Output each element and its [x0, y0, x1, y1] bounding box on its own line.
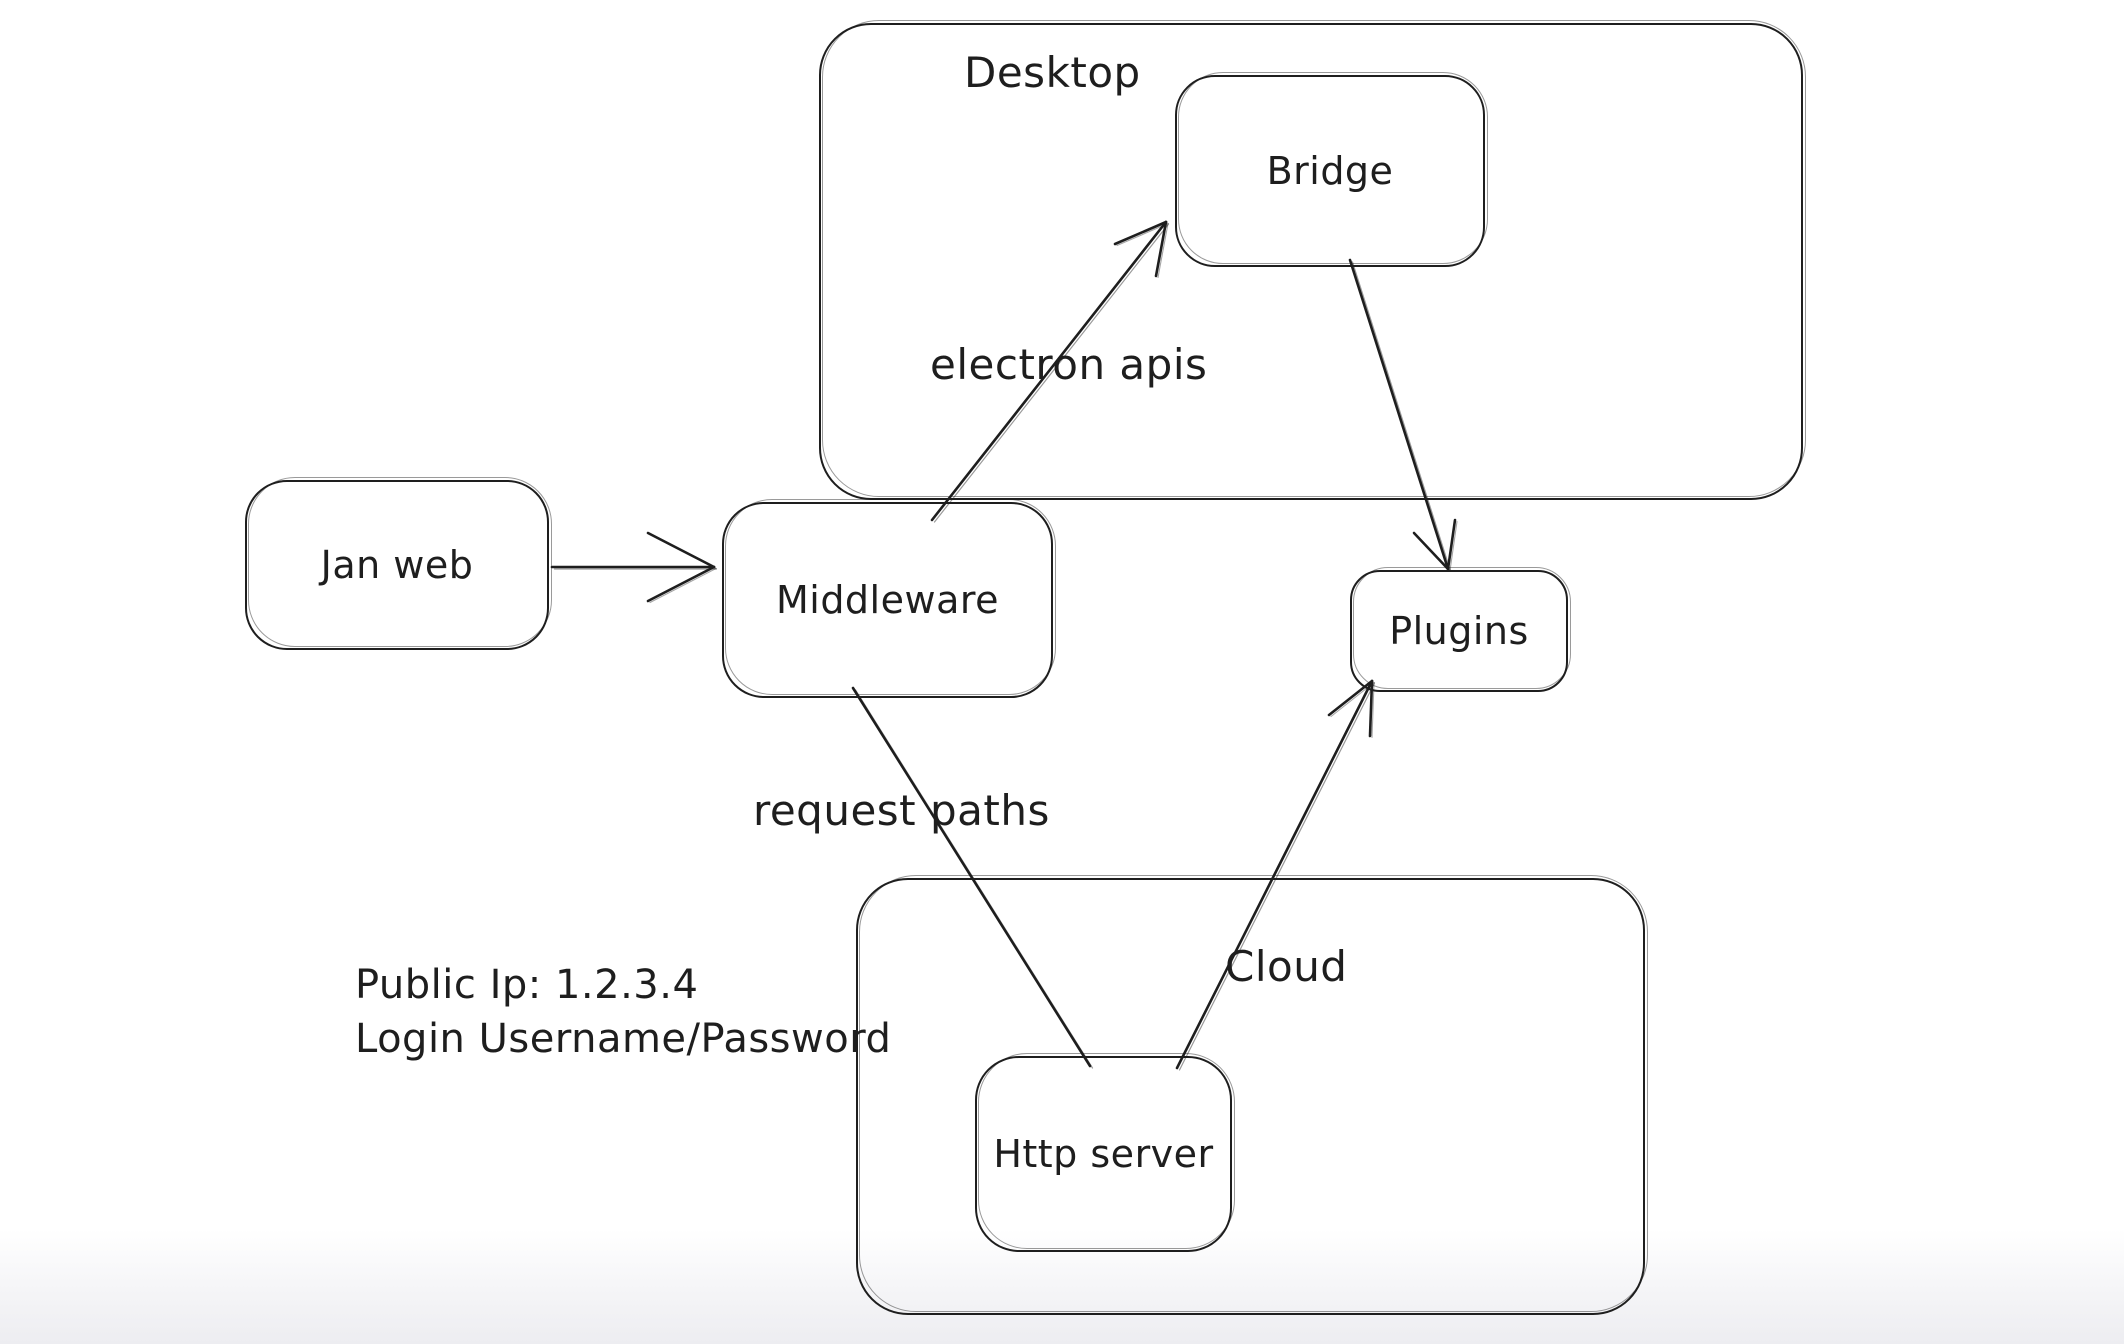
arrow-stroke — [1449, 520, 1458, 572]
edge-label-middleware-to-bridge[interactable]: electron apis — [930, 340, 1208, 389]
edge-label-middleware-to-httpserver[interactable]: request paths — [753, 786, 1050, 835]
label-jan-web: Jan web — [320, 543, 474, 587]
label-http-server: Http server — [993, 1132, 1214, 1176]
label-desktop-container: Desktop — [964, 48, 1141, 97]
jan-web-sketch-stroke — [248, 477, 552, 647]
label-plugins: Plugins — [1389, 609, 1529, 653]
arrow-janweb-to-middleware[interactable] — [550, 531, 718, 604]
arrow-stroke — [1412, 531, 1450, 571]
arrow-stroke — [1348, 258, 1450, 571]
desktop-container-outline — [819, 23, 1803, 500]
arrow-stroke — [1116, 222, 1169, 247]
label-bridge: Bridge — [1266, 149, 1394, 193]
shape-jan-web[interactable]: Jan web — [245, 477, 552, 650]
arrow-stroke — [1175, 679, 1374, 1070]
cloud-container-outline — [856, 878, 1645, 1315]
shape-plugins[interactable]: Plugins — [1350, 567, 1571, 692]
cloud-credentials-note-line-1: Public Ip: 1.2.3.4 — [355, 962, 699, 1008]
desktop-container-sketch-stroke — [822, 20, 1806, 497]
arrow-bridge-to-plugins[interactable] — [1348, 258, 1458, 572]
arrow-stroke — [1154, 220, 1168, 278]
plugins-sketch-stroke — [1353, 567, 1571, 689]
label-cloud-container: Cloud — [1225, 942, 1348, 991]
cloud-credentials-note-line-2: Login Username/Password — [355, 1016, 892, 1062]
cloud-container-sketch-stroke — [859, 875, 1648, 1312]
arrow-stroke — [649, 533, 717, 570]
arrow-stroke — [1446, 518, 1457, 571]
bridge-outline — [1175, 75, 1485, 267]
arrow-stroke — [1371, 681, 1375, 739]
arrow-stroke — [646, 531, 716, 569]
shape-cloud-container[interactable]: Cloud — [856, 875, 1648, 1315]
arrow-stroke — [930, 220, 1168, 522]
arrow-stroke — [646, 565, 716, 603]
arrow-stroke — [1178, 682, 1376, 1071]
jan-web-outline — [245, 480, 549, 650]
arrow-stroke — [1351, 261, 1452, 572]
label-middleware: Middleware — [775, 578, 1000, 622]
arrow-middleware-to-bridge[interactable] — [930, 220, 1170, 523]
plugins-outline — [1350, 570, 1568, 692]
bridge-sketch-stroke — [1178, 72, 1488, 264]
shape-middleware[interactable]: Middleware — [722, 499, 1056, 698]
arrow-stroke — [1157, 222, 1169, 279]
arrow-stroke — [649, 567, 717, 604]
middleware-outline — [722, 502, 1053, 698]
http-server-sketch-stroke — [978, 1053, 1235, 1249]
shape-bridge[interactable]: Bridge — [1175, 72, 1488, 267]
shape-http-server[interactable]: Http server — [975, 1053, 1235, 1252]
arrow-stroke — [1113, 220, 1168, 246]
arrow-stroke — [933, 223, 1170, 523]
arrow-stroke — [851, 686, 1092, 1068]
arrow-stroke — [1415, 533, 1451, 572]
http-server-outline — [975, 1056, 1232, 1252]
shape-desktop-container[interactable]: Desktop — [819, 20, 1806, 500]
middleware-sketch-stroke — [725, 499, 1056, 695]
